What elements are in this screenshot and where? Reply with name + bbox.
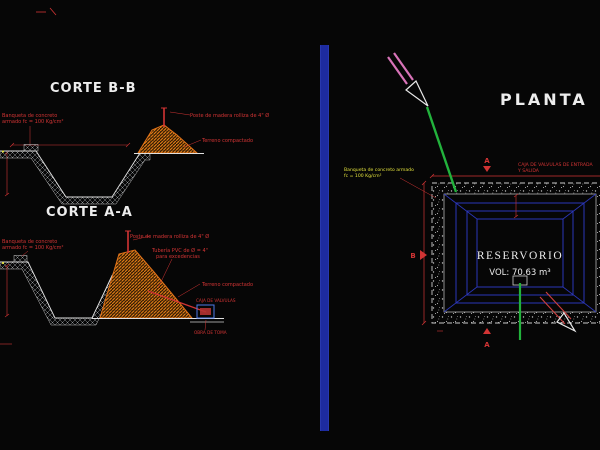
bb-label-banqueta-1: Banqueta de concreto bbox=[2, 113, 57, 119]
corte-aa-title: CORTE A-A bbox=[46, 205, 133, 220]
aa-terreno-compactado-mound bbox=[99, 249, 194, 319]
aa-pvc-pipe-line bbox=[147, 290, 207, 313]
aa-yellow-mark bbox=[1, 261, 5, 265]
aa-dimension-marks bbox=[0, 263, 12, 345]
cropped-dimension-marks bbox=[36, 7, 57, 16]
nota-banqueta-leader bbox=[399, 177, 437, 199]
corte-aa-section: CORTE A-A bbox=[0, 205, 253, 345]
aa-label-caja: CAJA DE VALVULAS bbox=[196, 298, 236, 303]
volumen-label: VOL: 70.63 m³ bbox=[489, 268, 550, 278]
marker-b-left-arrow-icon bbox=[420, 250, 427, 260]
bb-banqueta-concreto bbox=[23, 144, 39, 152]
nota-caja-1: CAJA DE VALVULAS DE ENTRADA bbox=[518, 162, 594, 168]
marker-a-bottom: A bbox=[484, 341, 490, 349]
bb-label-terreno: Terreno compactado bbox=[201, 138, 253, 144]
viewport-divider-line bbox=[320, 45, 329, 431]
inlet-pipe bbox=[387, 52, 458, 193]
section-markers: A A B bbox=[410, 157, 491, 349]
bb-excavation-hatch bbox=[0, 150, 151, 205]
aa-label-banqueta-1: Banqueta de concreto bbox=[2, 239, 57, 245]
bb-leader-lines bbox=[29, 111, 202, 148]
bb-yellow-mark bbox=[1, 150, 5, 153]
aa-label-terreno: Terreno compactado bbox=[201, 282, 253, 288]
aa-leader-lines bbox=[21, 235, 207, 331]
marker-a-top-arrow-icon bbox=[483, 166, 491, 172]
aa-valve-box bbox=[190, 304, 224, 323]
corte-bb-title: CORTE B-B bbox=[50, 81, 137, 96]
bb-terreno-compactado-mound bbox=[137, 124, 199, 154]
nota-caja-2: Y SALIDA bbox=[517, 168, 540, 174]
nota-banqueta-2: fc = 100 Kg/cm² bbox=[344, 173, 382, 179]
marker-b-left: B bbox=[410, 252, 415, 260]
corte-bb-section: CORTE B-B Banqueta de concreto armado f bbox=[0, 81, 269, 205]
aa-label-obra: OBRA DE TOMA bbox=[194, 330, 227, 335]
bb-label-poste: Poste de madera rolliza de 4" Ø bbox=[190, 112, 269, 119]
planta-view: PLANTA RESERVORIO VOL: 70.63 m³ bbox=[344, 52, 600, 349]
nota-banqueta-1: Banqueta de concreto armado bbox=[344, 167, 414, 173]
marker-a-top: A bbox=[484, 157, 490, 165]
reservorio-label: RESERVORIO bbox=[477, 250, 563, 262]
aa-label-poste: Poste de madera rolliza de 4" Ø bbox=[130, 233, 209, 240]
aa-label-tuberia-2: para excedencias bbox=[156, 254, 200, 260]
aa-label-tuberia-1: Tubería PVC de Ø = 4" bbox=[151, 247, 208, 254]
planta-title: PLANTA bbox=[500, 90, 588, 109]
inlet-flow-arrow-icon bbox=[405, 80, 429, 107]
bb-label-banqueta-2: armado fc = 100 Kg/cm² bbox=[2, 119, 64, 125]
outlet-flow-arrow-icon bbox=[556, 311, 577, 333]
marker-a-bottom-arrow-icon bbox=[483, 328, 491, 334]
aa-label-banqueta-2: armado fc = 100 Kg/cm² bbox=[2, 245, 64, 251]
outlet-pipe bbox=[512, 275, 577, 340]
aa-banqueta-concreto bbox=[13, 255, 28, 263]
